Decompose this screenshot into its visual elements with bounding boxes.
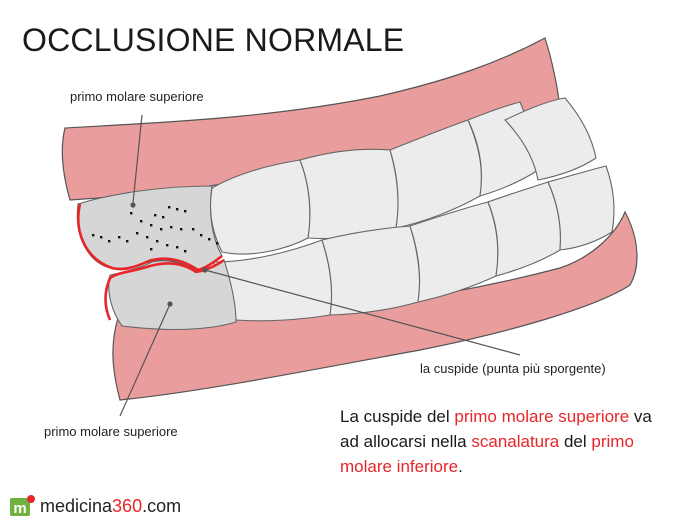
page-title: OCCLUSIONE NORMALE — [22, 22, 405, 58]
lower-tooth-6 — [547, 165, 615, 251]
brand-name-number: 360 — [112, 495, 143, 516]
caption-highlight-lower: primo molare inferiore — [340, 432, 634, 476]
lower-first-molar — [108, 258, 237, 331]
upper-tooth-3 — [299, 148, 399, 240]
leader-upper-molar — [132, 114, 143, 204]
lower-tooth-5 — [487, 181, 561, 277]
medicina360-logo-icon: m — [10, 495, 35, 517]
upper-teeth — [209, 97, 597, 255]
caption-part-7: . — [458, 457, 463, 476]
leader-lower-molar — [119, 303, 171, 417]
lower-tooth-3 — [321, 225, 421, 316]
leader-dot-upper — [130, 202, 136, 208]
label-upper-molar: primo molare superiore — [70, 89, 204, 104]
caption-part-1: La cuspide del — [340, 407, 455, 426]
brand-name-main: medicina — [40, 495, 113, 516]
brand-name: medicina360.com — [40, 496, 181, 517]
label-lower-molar: primo molare superiore — [44, 424, 178, 439]
leader-dot-lower — [167, 301, 173, 307]
caption-highlight-upper: primo molare superiore — [454, 407, 630, 426]
explanation-caption: La cuspide del primo molare superiore va… — [340, 404, 670, 479]
logo-letter: m — [13, 500, 26, 517]
molar-dots — [92, 206, 219, 253]
leader-lines — [119, 114, 521, 417]
label-cusp: la cuspide (punta più sporgente) — [420, 361, 606, 376]
upper-first-molar — [76, 185, 223, 271]
brand-logo: m medicina360.com — [10, 494, 181, 518]
caption-highlight-groove: scanalatura — [471, 432, 560, 451]
brand-name-suffix: .com — [142, 495, 182, 516]
lower-teeth — [213, 165, 615, 322]
leader-cusp — [204, 269, 521, 356]
leader-dots — [130, 202, 208, 307]
upper-tooth-6 — [504, 97, 597, 181]
caption-part-3: va ad allocarsi nella — [340, 407, 652, 451]
leader-dot-cusp — [202, 267, 208, 273]
caption-part-5: del — [559, 432, 592, 451]
